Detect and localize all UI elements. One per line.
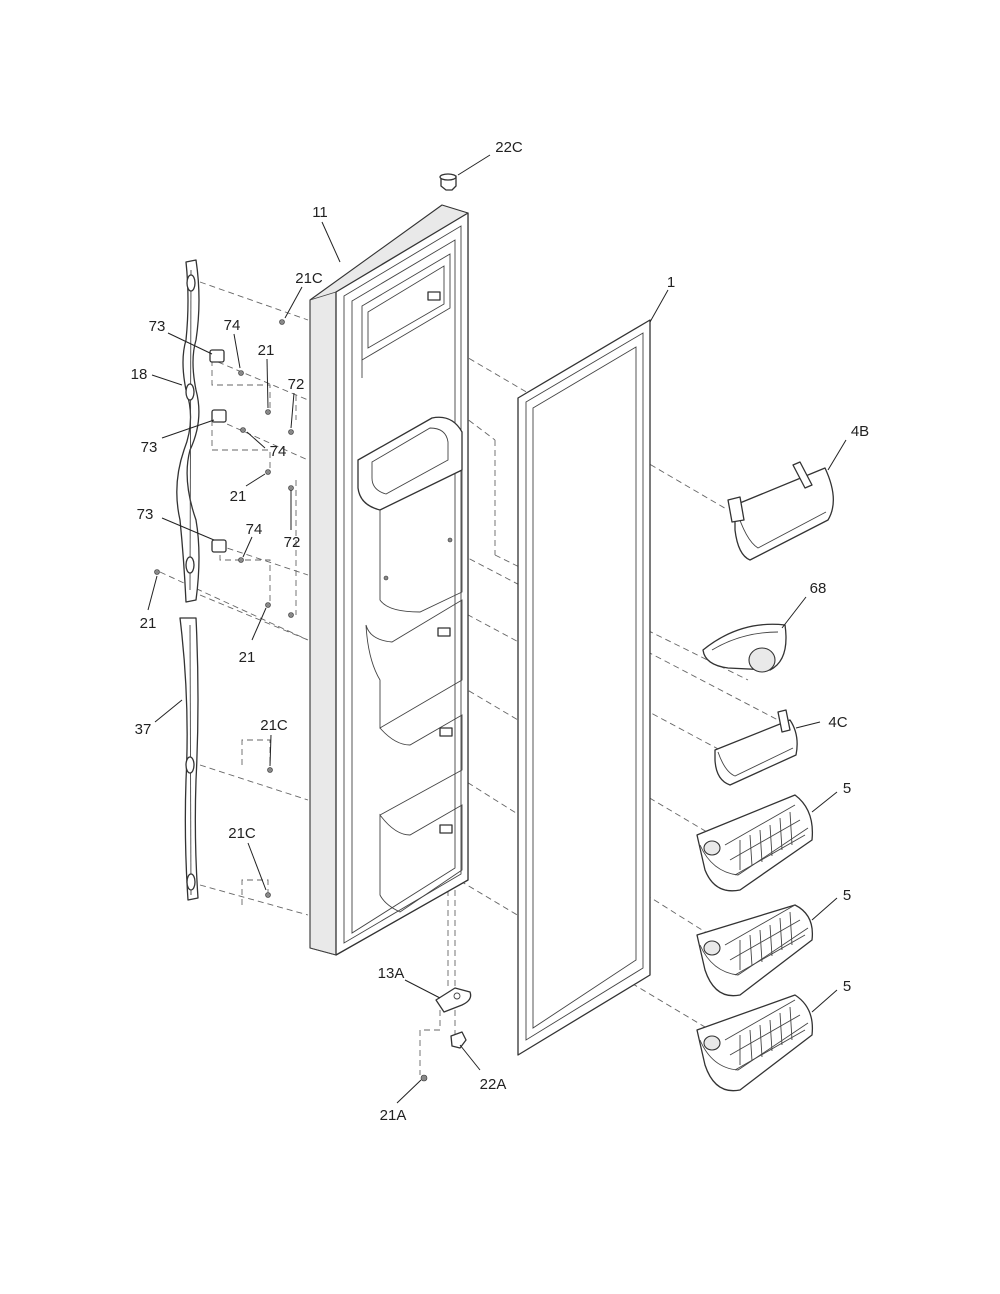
callout-74-c: 74 [246,521,263,538]
callout-11: 11 [312,204,328,221]
callout-74-b: 74 [270,443,287,460]
hinge-pads [209,349,227,553]
callout-21-d: 21 [239,649,256,666]
callout-22A: 22A [480,1076,507,1093]
callout-21C-low: 21C [228,825,256,842]
callout-21-c: 21 [140,615,157,632]
callout-73-c: 73 [137,506,154,523]
wire-bin-3 [696,994,814,1092]
callout-72-b: 72 [284,534,301,551]
explosion-lines [159,281,779,1075]
callout-21C-top: 21C [295,270,323,287]
door-handle [179,617,199,901]
wire-bin-2 [696,904,814,997]
callout-74-a: 74 [224,317,241,334]
callout-4B: 4B [851,423,869,440]
callout-72-a: 72 [288,376,305,393]
callout-21A: 21A [380,1107,407,1124]
wire-bin-1 [696,794,814,892]
callout-18: 18 [131,366,148,383]
callout-21-a: 21 [258,342,275,359]
leader-lines [147,154,847,1104]
callout-73-a: 73 [149,318,166,335]
callout-5-a: 5 [843,780,851,797]
callout-22C-top: 22C [495,139,523,156]
door-gasket [517,319,651,1056]
callout-1: 1 [667,274,675,291]
door-bin-4B [727,461,834,561]
callout-68: 68 [810,580,827,597]
callout-13A: 13A [378,965,405,982]
door-bin-4C [714,709,798,786]
callout-37: 37 [135,721,152,738]
callout-4C: 4C [828,714,847,731]
callout-labels: 22C 11 21C 1 73 74 18 21 72 73 74 21 4B … [131,139,870,1124]
hinge-bracket [176,259,200,603]
door-bin-68 [702,623,787,673]
callout-5-b: 5 [843,887,851,904]
callout-21C-mid: 21C [260,717,288,734]
screws [154,173,472,1082]
callout-73-b: 73 [141,439,158,456]
callout-5-c: 5 [843,978,851,995]
callout-21-b: 21 [230,488,247,505]
door-liner [309,204,469,956]
